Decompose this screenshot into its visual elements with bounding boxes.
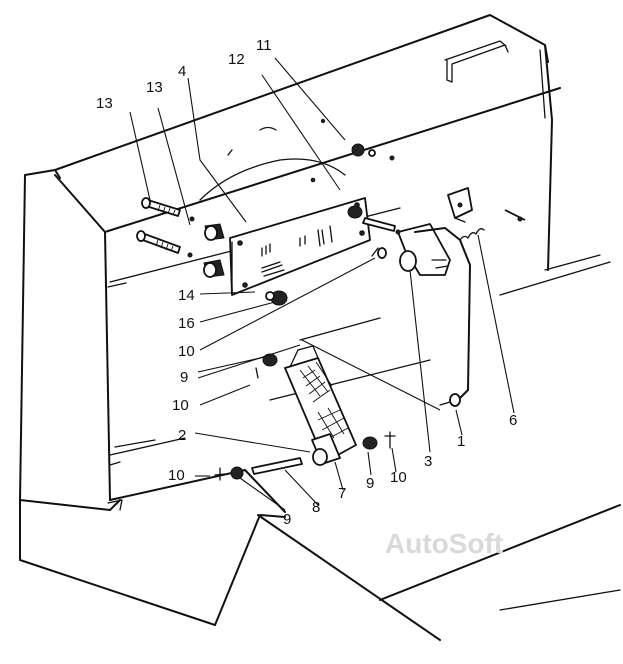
- bushing-lower: [187, 252, 225, 278]
- nut-14-16: [265, 290, 288, 306]
- callouts: 13 13 4 12 11 14 16 10 9 10 2 10 9 8 7 9…: [96, 37, 517, 528]
- callout-9-upper: 9: [180, 369, 188, 386]
- upper-hardware: [310, 118, 396, 259]
- pivot-pin: [230, 457, 303, 480]
- callout-8: 8: [312, 499, 320, 516]
- callout-7: 7: [338, 485, 346, 502]
- leader-lines: [129, 57, 515, 511]
- watermark: AutoSoft: [385, 528, 503, 559]
- bolt-upper: [141, 197, 181, 217]
- callout-10-upper: 10: [178, 343, 195, 360]
- callout-12: 12: [228, 51, 245, 68]
- callout-10-lower: 10: [168, 467, 185, 484]
- callout-14: 14: [178, 287, 195, 304]
- callout-1: 1: [457, 433, 465, 450]
- washer-upper: [255, 353, 278, 379]
- callout-4: 4: [178, 63, 186, 80]
- throttle-rod: [414, 227, 471, 407]
- callout-2: 2: [178, 427, 186, 444]
- callout-10-middle: 10: [172, 397, 189, 414]
- return-spring: [459, 228, 485, 241]
- mounting-plate: [229, 197, 371, 296]
- bushing-upper: [189, 216, 225, 241]
- body-panel: [19, 14, 621, 641]
- washer-right: [362, 431, 396, 450]
- clip-left: [214, 467, 226, 481]
- callout-6: 6: [509, 412, 517, 429]
- callout-9-right: 9: [366, 475, 374, 492]
- callout-11: 11: [256, 37, 272, 54]
- callout-16: 16: [178, 315, 195, 332]
- callout-9-lower: 9: [283, 511, 291, 528]
- spring-bracket: [447, 187, 526, 223]
- callout-13-left: 13: [96, 95, 113, 112]
- pivot-bracket: [395, 223, 451, 276]
- bolt-lower: [136, 230, 181, 254]
- callout-13-right: 13: [146, 79, 163, 96]
- accelerator-pedal: [284, 345, 357, 466]
- callout-3: 3: [424, 453, 432, 470]
- callout-10-right: 10: [390, 469, 407, 486]
